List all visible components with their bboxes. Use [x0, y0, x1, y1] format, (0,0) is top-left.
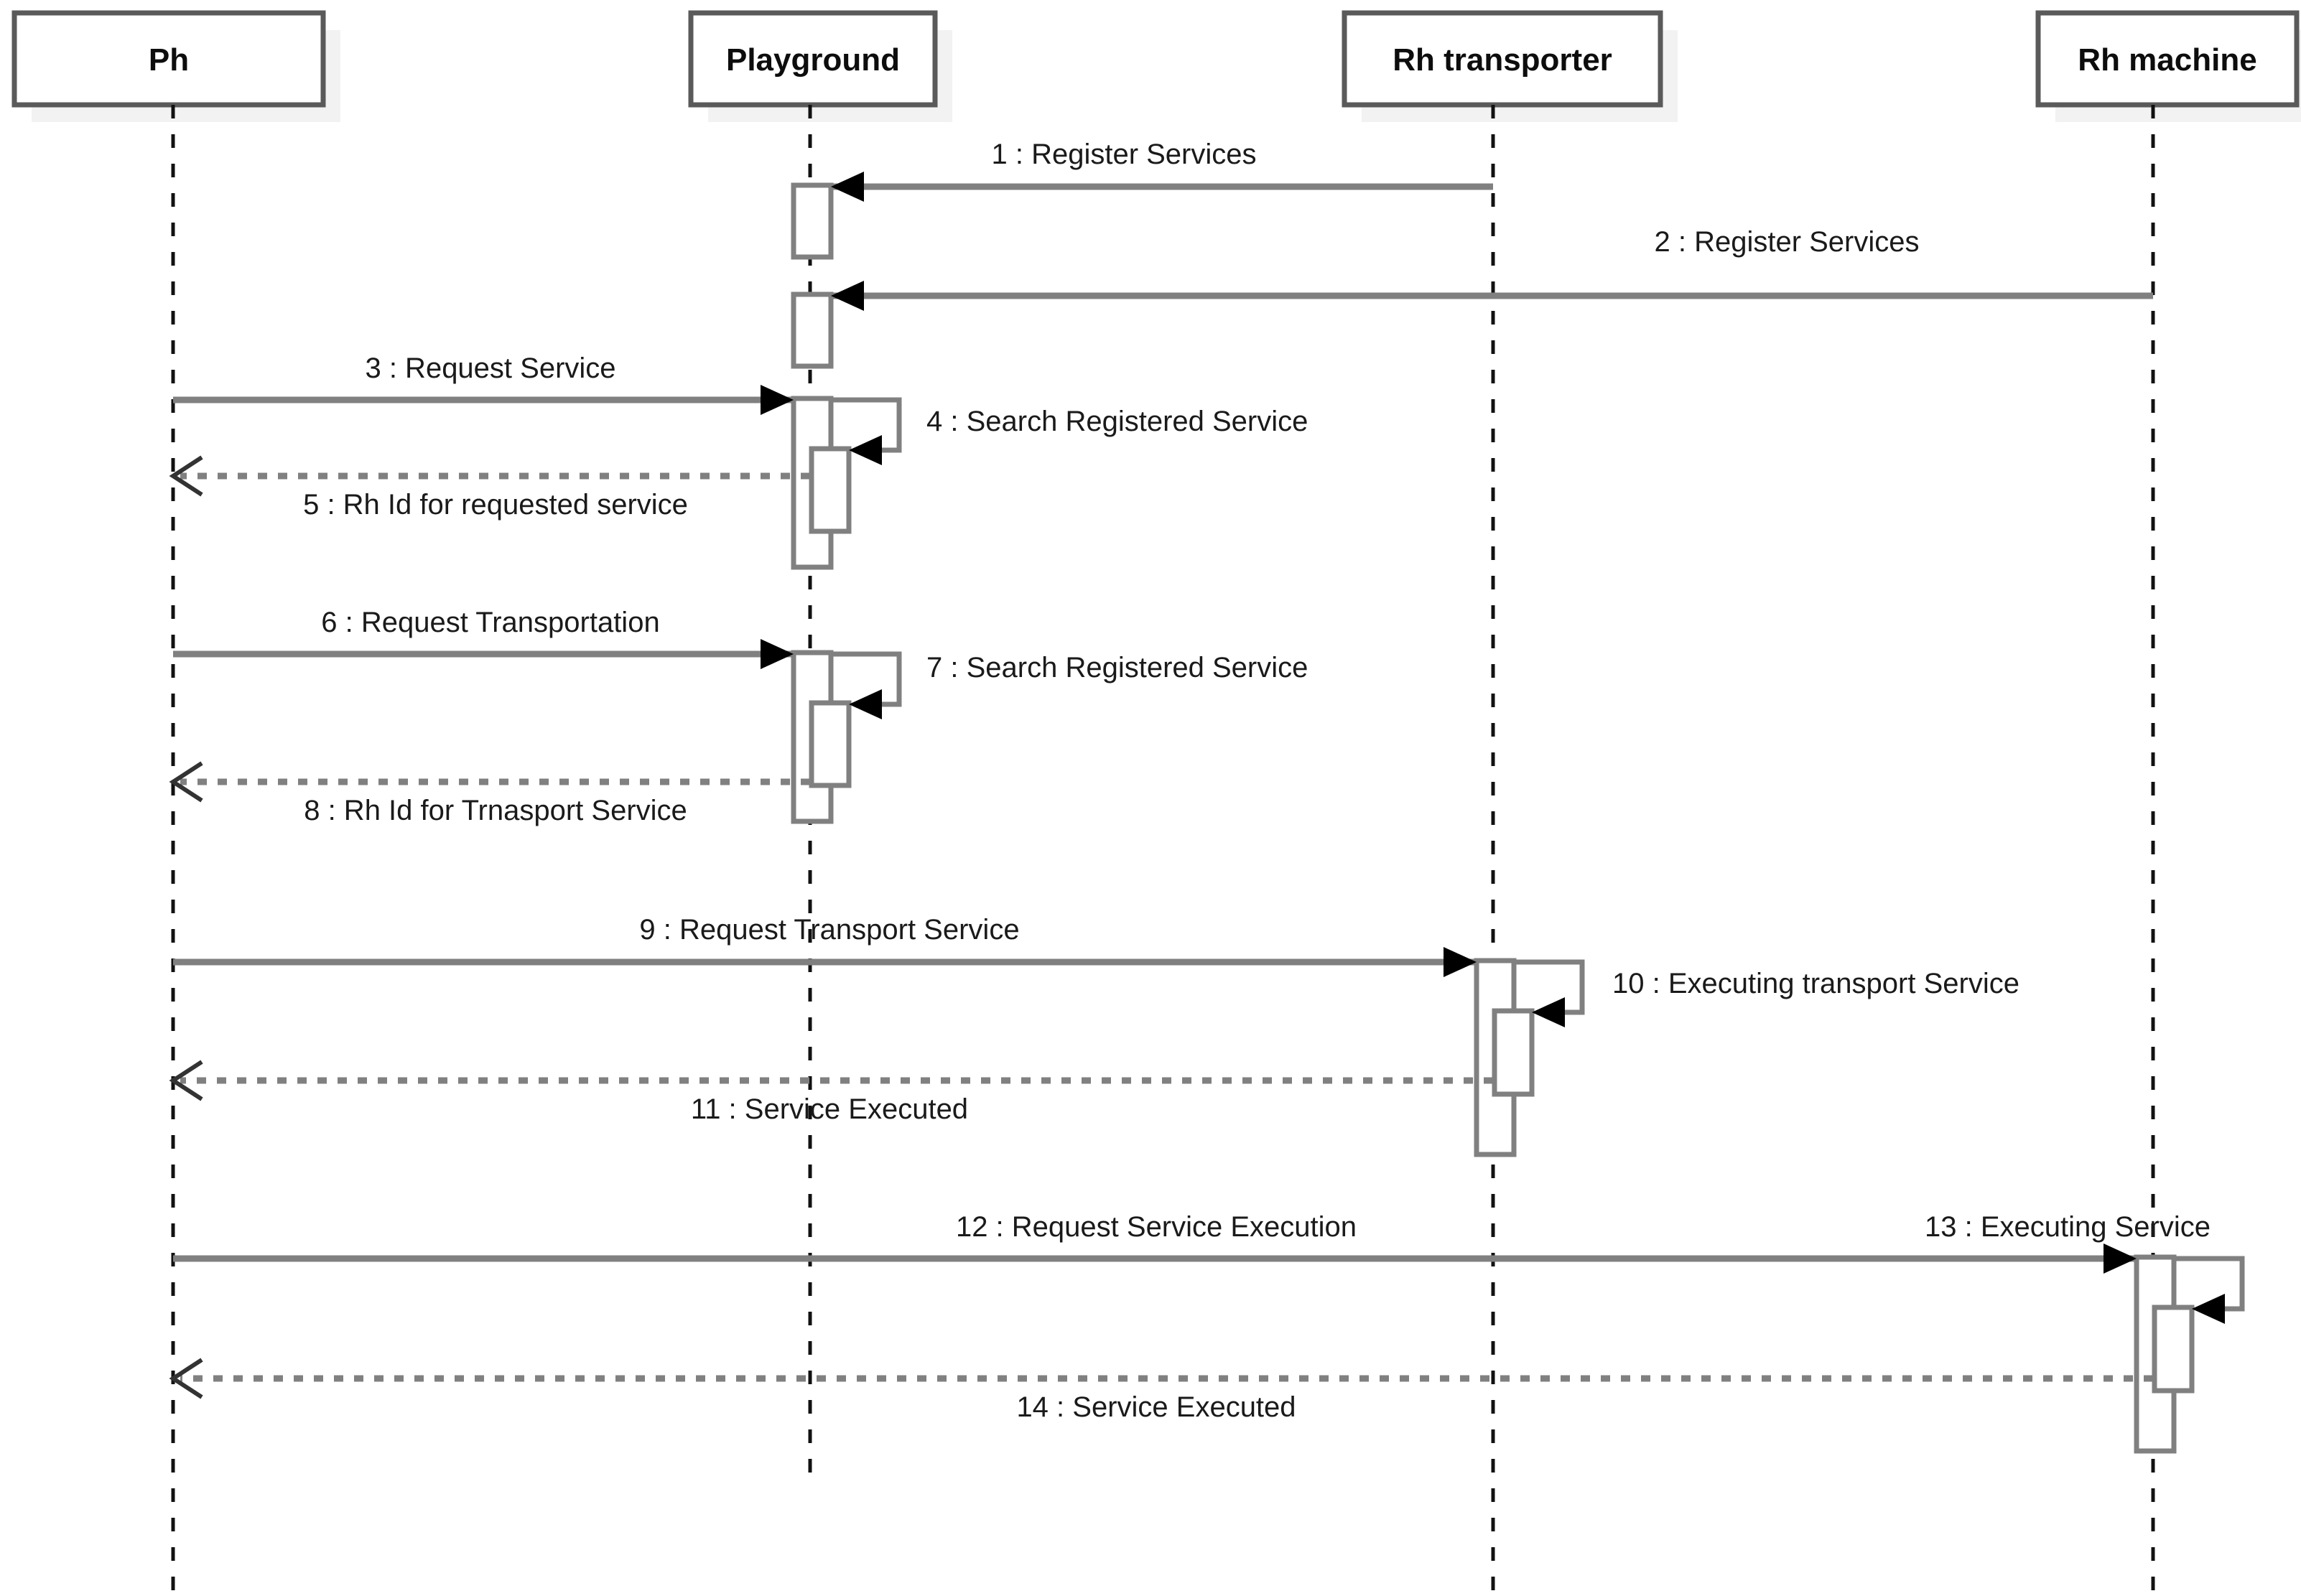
- message-label-9: 9 : Request Transport Service: [639, 914, 1019, 946]
- message-self-line: [2174, 1256, 2245, 1312]
- arrowhead-filled: [2104, 1243, 2137, 1274]
- arrowhead-filled: [2192, 1294, 2225, 1324]
- lifeline-title-playground: Playground: [726, 42, 900, 78]
- activations-layer: [791, 182, 2195, 1454]
- arrowhead-filled: [849, 435, 882, 465]
- message-11[interactable]: 11 : Service Executed: [169, 1060, 1493, 1125]
- lifelines-layer: Ph Playground Rh transporter Rh machine: [11, 10, 2301, 1596]
- message-label-13: 13 : Executing Service: [1925, 1211, 2211, 1243]
- message-8[interactable]: 8 : Rh Id for Trnasport Service: [169, 761, 810, 826]
- message-label-14: 14 : Service Executed: [1016, 1391, 1296, 1423]
- lifeline-rh_transporter: Rh transporter: [1342, 10, 1678, 1596]
- arrowhead-filled: [761, 385, 794, 415]
- activation-bar-nested: [1492, 1008, 1535, 1097]
- arrowhead-open: [169, 1358, 203, 1399]
- activation-bar-nested: [809, 446, 852, 534]
- message-self-line: [831, 397, 902, 453]
- arrowhead-filled: [831, 281, 864, 311]
- message-label-10: 10 : Executing transport Service: [1612, 968, 2019, 999]
- message-label-11: 11 : Service Executed: [691, 1093, 968, 1125]
- message-label-6: 6 : Request Transportation: [321, 607, 659, 638]
- lifeline-head-box-rh_transporter[interactable]: [1342, 10, 1663, 108]
- message-self-line: [831, 651, 902, 707]
- arrowhead-filled: [1444, 947, 1477, 977]
- activation-bar: [791, 291, 834, 369]
- lifeline-head-box-rh_machine[interactable]: [2035, 10, 2300, 108]
- lifeline-ph: Ph: [11, 10, 340, 1596]
- message-label-2: 2 : Register Services: [1654, 226, 1919, 258]
- message-9[interactable]: 9 : Request Transport Service: [173, 914, 1477, 977]
- activation-bar-nested: [809, 700, 852, 788]
- message-12[interactable]: 12 : Request Service Execution: [173, 1211, 2137, 1274]
- message-13[interactable]: 13 : Executing Service: [1925, 1211, 2245, 1324]
- arrowhead-filled: [831, 172, 864, 202]
- lifeline-title-rh_machine: Rh machine: [2078, 42, 2256, 78]
- arrowhead-filled: [761, 639, 794, 669]
- message-label-4: 4 : Search Registered Service: [926, 406, 1308, 437]
- activation-bar-nested: [2152, 1305, 2195, 1394]
- message-label-1: 1 : Register Services: [991, 139, 1256, 170]
- message-1[interactable]: 1 : Register Services: [831, 139, 1493, 202]
- message-7[interactable]: 7 : Search Registered Service: [831, 651, 1308, 719]
- activation-bar: [791, 182, 834, 260]
- message-2[interactable]: 2 : Register Services: [831, 226, 2153, 311]
- arrowhead-filled: [1532, 997, 1565, 1027]
- messages-layer: 1 : Register Services 2 : Register Servic…: [169, 139, 2245, 1423]
- message-label-5: 5 : Rh Id for requested service: [303, 489, 688, 521]
- arrowhead-open: [169, 1060, 203, 1101]
- message-label-8: 8 : Rh Id for Trnasport Service: [304, 795, 687, 826]
- message-10[interactable]: 10 : Executing transport Service: [1514, 959, 2019, 1027]
- lifeline-title-rh_transporter: Rh transporter: [1393, 42, 1612, 78]
- message-label-12: 12 : Request Service Execution: [956, 1211, 1357, 1243]
- message-3[interactable]: 3 : Request Service: [173, 353, 794, 415]
- arrowhead-open: [169, 761, 203, 803]
- lifeline-head-box-ph[interactable]: [11, 10, 326, 108]
- message-self-line: [1514, 959, 1585, 1015]
- message-label-7: 7 : Search Registered Service: [926, 652, 1308, 683]
- arrowhead-filled: [849, 689, 882, 719]
- message-4[interactable]: 4 : Search Registered Service: [831, 397, 1308, 465]
- arrowhead-open: [169, 455, 203, 497]
- message-label-3: 3 : Request Service: [365, 353, 615, 384]
- message-14[interactable]: 14 : Service Executed: [169, 1358, 2153, 1423]
- message-5[interactable]: 5 : Rh Id for requested service: [169, 455, 810, 521]
- lifeline-title-ph: Ph: [149, 42, 189, 78]
- lifeline-head-box-playground[interactable]: [688, 10, 938, 108]
- message-6[interactable]: 6 : Request Transportation: [173, 607, 794, 669]
